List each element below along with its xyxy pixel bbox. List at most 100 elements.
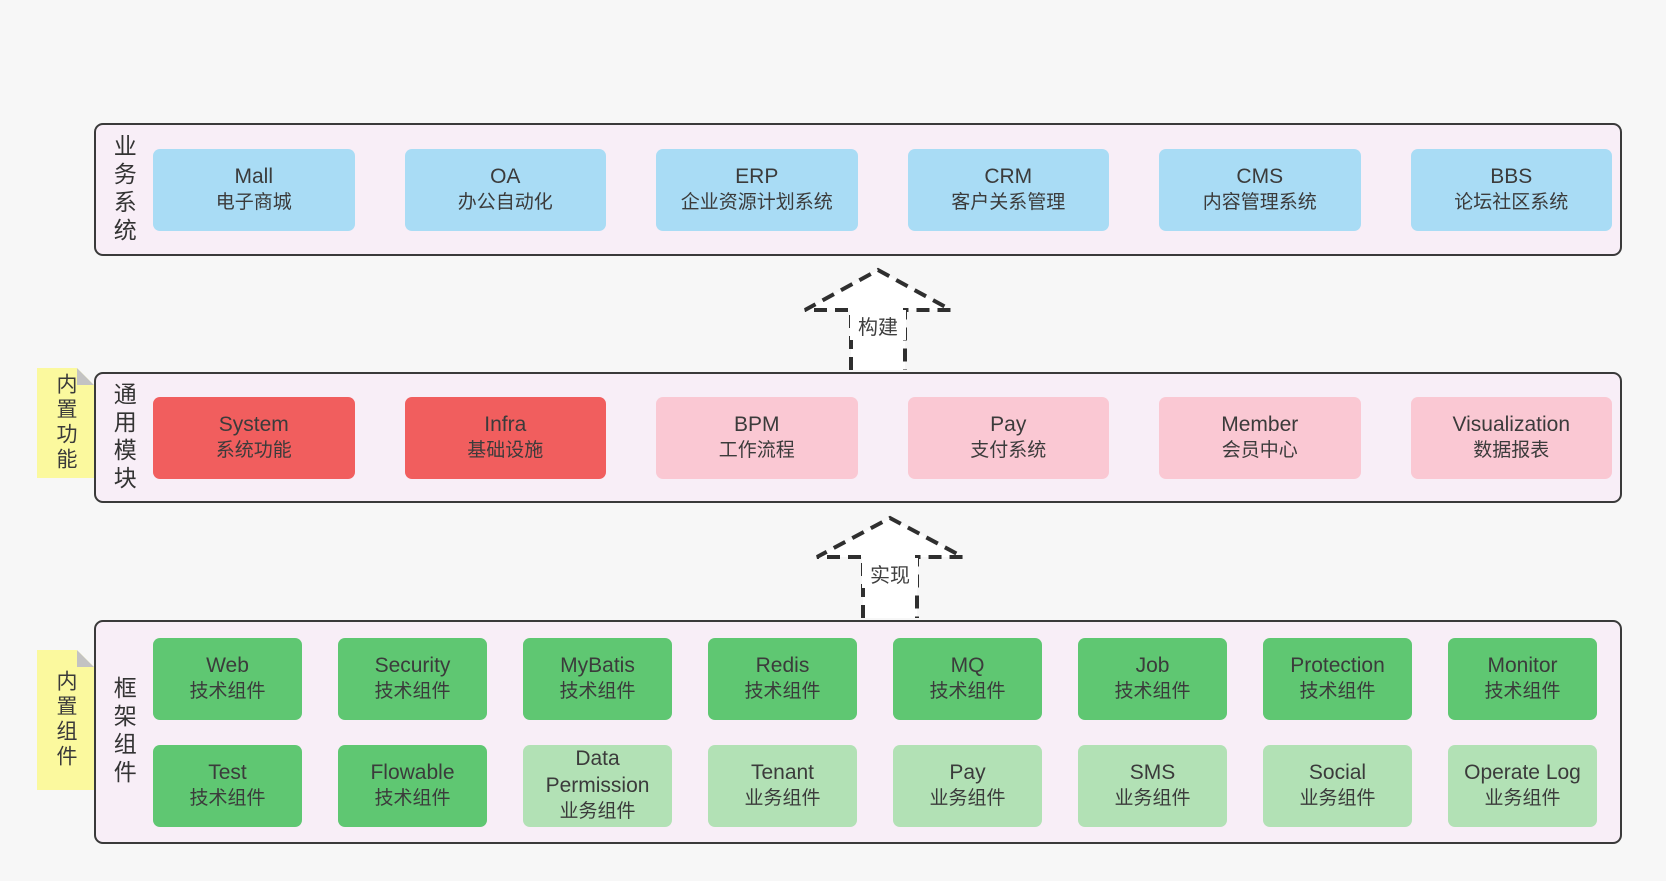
box-subtitle: 业务组件 (559, 801, 636, 823)
box-title: Social (1308, 760, 1367, 784)
box-subtitle: 办公自动化 (457, 191, 553, 213)
box-subtitle: 技术组件 (1114, 680, 1191, 702)
business-row: Mall 电子商城 OA 办公自动化 ERP 企业资源计划系统 CRM 客户关系… (153, 148, 1612, 231)
implement-arrow-label: 实现 (862, 558, 918, 588)
box-subtitle: 客户关系管理 (951, 191, 1066, 213)
box-subtitle: 技术组件 (559, 680, 636, 702)
folded-corner-icon (77, 368, 94, 385)
box-protection: Protection 技术组件 (1263, 637, 1412, 720)
box-title: OA (490, 164, 521, 188)
box-erp: ERP 企业资源计划系统 (656, 148, 858, 231)
box-subtitle: 技术组件 (744, 680, 821, 702)
box-subtitle: 业务组件 (744, 787, 821, 809)
box-subtitle: 会员中心 (1221, 439, 1298, 461)
box-title: CRM (984, 164, 1033, 188)
box-subtitle: 数据报表 (1473, 439, 1550, 461)
box-redis: Redis 技术组件 (708, 637, 857, 720)
box-title: Protection (1290, 653, 1385, 677)
layer-modules-label: 通用模块 (110, 381, 137, 494)
box-bbs: BBS 论坛社区系统 (1410, 148, 1612, 231)
box-title: ERP (735, 164, 779, 188)
components-row-1: Web 技术组件 Security 技术组件 MyBatis 技术组件 Redi… (153, 637, 1597, 720)
box-job: Job 技术组件 (1078, 637, 1227, 720)
box-mq: MQ 技术组件 (893, 637, 1042, 720)
box-bpm: BPM 工作流程 (656, 396, 858, 479)
box-title: Web (206, 653, 249, 677)
box-title: Member (1221, 412, 1299, 436)
box-subtitle: 业务组件 (929, 787, 1006, 809)
box-pay-component: Pay 业务组件 (893, 744, 1042, 827)
layer-business-label: 业务系统 (110, 133, 137, 246)
layer-business-content: Mall 电子商城 OA 办公自动化 ERP 企业资源计划系统 CRM 客户关系… (153, 125, 1620, 254)
layer-modules-content: System 系统功能 Infra 基础设施 BPM 工作流程 Pay 支付系统… (153, 374, 1620, 501)
box-cms: CMS 内容管理系统 (1159, 148, 1361, 231)
box-subtitle: 内容管理系统 (1202, 191, 1317, 213)
sticky-note-builtin-functions: 内置功能 (37, 368, 94, 478)
box-system: System 系统功能 (153, 396, 355, 479)
box-subtitle: 企业资源计划系统 (680, 191, 833, 213)
box-subtitle: 技术组件 (929, 680, 1006, 702)
box-title: MyBatis (560, 653, 635, 677)
box-title: Mall (234, 164, 273, 188)
box-subtitle: 技术组件 (1484, 680, 1561, 702)
box-sms: SMS 业务组件 (1078, 744, 1227, 827)
box-title: Monitor (1487, 653, 1558, 677)
box-title: SMS (1129, 760, 1176, 784)
layer-components-label: 框架组件 (110, 676, 137, 788)
box-security: Security 技术组件 (338, 637, 487, 720)
box-title: Visualization (1452, 412, 1571, 436)
box-title: Test (208, 760, 247, 784)
box-subtitle: 基础设施 (467, 439, 544, 461)
box-title: System (218, 412, 289, 436)
components-row-2: Test 技术组件 Flowable 技术组件 Data Permission … (153, 744, 1597, 827)
build-arrow-label: 构建 (850, 310, 906, 340)
box-crm: CRM 客户关系管理 (907, 148, 1109, 231)
folded-corner-icon (77, 650, 94, 667)
box-subtitle: 技术组件 (374, 680, 451, 702)
box-monitor: Monitor 技术组件 (1448, 637, 1597, 720)
box-member: Member 会员中心 (1159, 396, 1361, 479)
layer-components-content: Web 技术组件 Security 技术组件 MyBatis 技术组件 Redi… (153, 622, 1620, 842)
layer-common-modules: 通用模块 System 系统功能 Infra 基础设施 BPM 工作流程 Pay… (94, 372, 1622, 503)
box-visualization: Visualization 数据报表 (1410, 396, 1612, 479)
box-subtitle: 技术组件 (374, 787, 451, 809)
box-flowable: Flowable 技术组件 (338, 744, 487, 827)
box-social: Social 业务组件 (1263, 744, 1412, 827)
box-operate-log: Operate Log 业务组件 (1448, 744, 1597, 827)
box-title: Flowable (370, 760, 455, 784)
layer-framework-components: 框架组件 Web 技术组件 Security 技术组件 MyBatis 技术组件… (94, 620, 1622, 844)
box-infra: Infra 基础设施 (404, 396, 606, 479)
box-subtitle: 业务组件 (1484, 787, 1561, 809)
box-pay-module: Pay 支付系统 (907, 396, 1109, 479)
box-subtitle: 支付系统 (970, 439, 1047, 461)
box-subtitle: 工作流程 (718, 439, 795, 461)
box-subtitle: 技术组件 (1299, 680, 1376, 702)
modules-row: System 系统功能 Infra 基础设施 BPM 工作流程 Pay 支付系统… (153, 396, 1612, 479)
box-oa: OA 办公自动化 (404, 148, 606, 231)
box-title: Pay (990, 412, 1027, 436)
sticky-note-builtin-components: 内置组件 (37, 650, 94, 790)
note-text: 内置功能 (54, 373, 78, 473)
box-title: Job (1135, 653, 1170, 677)
box-title: Pay (949, 760, 986, 784)
box-mall: Mall 电子商城 (153, 148, 355, 231)
box-title: Redis (755, 653, 810, 677)
box-title: Infra (484, 412, 527, 436)
box-title: MQ (950, 653, 985, 677)
box-data-permission: Data Permission 业务组件 (523, 744, 672, 827)
box-web: Web 技术组件 (153, 637, 302, 720)
box-subtitle: 技术组件 (189, 680, 266, 702)
box-title: Security (374, 653, 451, 677)
box-subtitle: 业务组件 (1114, 787, 1191, 809)
box-title: Operate Log (1464, 760, 1581, 784)
box-title: BPM (733, 412, 780, 436)
box-title: Tenant (750, 760, 815, 784)
box-subtitle: 技术组件 (189, 787, 266, 809)
box-subtitle: 业务组件 (1299, 787, 1376, 809)
note-text: 内置组件 (54, 670, 78, 770)
box-test: Test 技术组件 (153, 744, 302, 827)
box-title: Data Permission (545, 747, 650, 798)
box-subtitle: 论坛社区系统 (1454, 191, 1569, 213)
layer-business-systems: 业务系统 Mall 电子商城 OA 办公自动化 ERP 企业资源计划系统 CRM… (94, 123, 1622, 256)
